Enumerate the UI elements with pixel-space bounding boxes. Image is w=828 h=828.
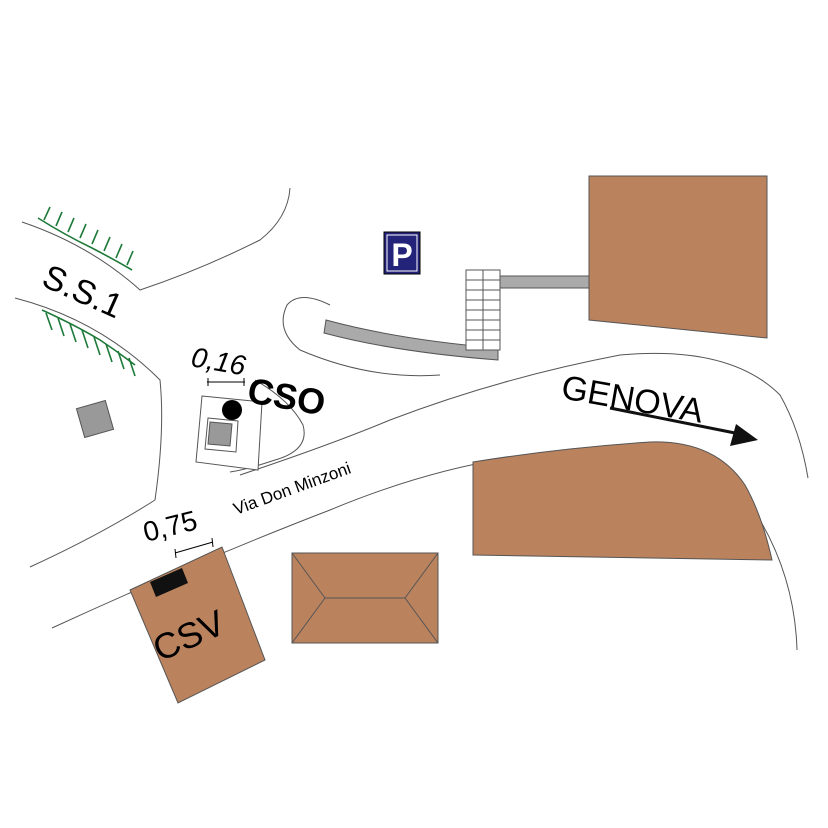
parking-sign-icon: P [383, 231, 421, 275]
arrow-right-icon [609, 406, 758, 446]
walkway [323, 319, 499, 361]
parking-loop-edge [282, 297, 441, 377]
ss1-road-edge-lower [14, 297, 163, 501]
parking-label: P [391, 237, 412, 273]
cso-building [195, 395, 263, 471]
distance-tick-cso [207, 378, 245, 386]
left-curve-edge [29, 499, 156, 568]
road-label-ss1: S.S.1 [37, 258, 128, 327]
building-right [472, 441, 773, 561]
distance-label-cso: 0,16 [189, 341, 248, 381]
distance-label-csv: 0,75 [140, 505, 200, 548]
dot-marker-icon [222, 400, 242, 420]
connector-walkway [499, 275, 591, 289]
ss1-road-edge-upper [21, 187, 291, 291]
csv-marker [150, 568, 188, 597]
distance-tick-csv [174, 537, 214, 559]
vegetation-lower [41, 309, 136, 377]
vegetation-upper [37, 206, 134, 271]
stairs [465, 269, 501, 351]
building-center-roof [291, 552, 439, 644]
city-label-genova: GENOVA [559, 368, 707, 430]
building-top-right [588, 175, 768, 339]
via-don-minzoni-north-edge [239, 352, 809, 479]
gray-block-left [75, 399, 115, 439]
